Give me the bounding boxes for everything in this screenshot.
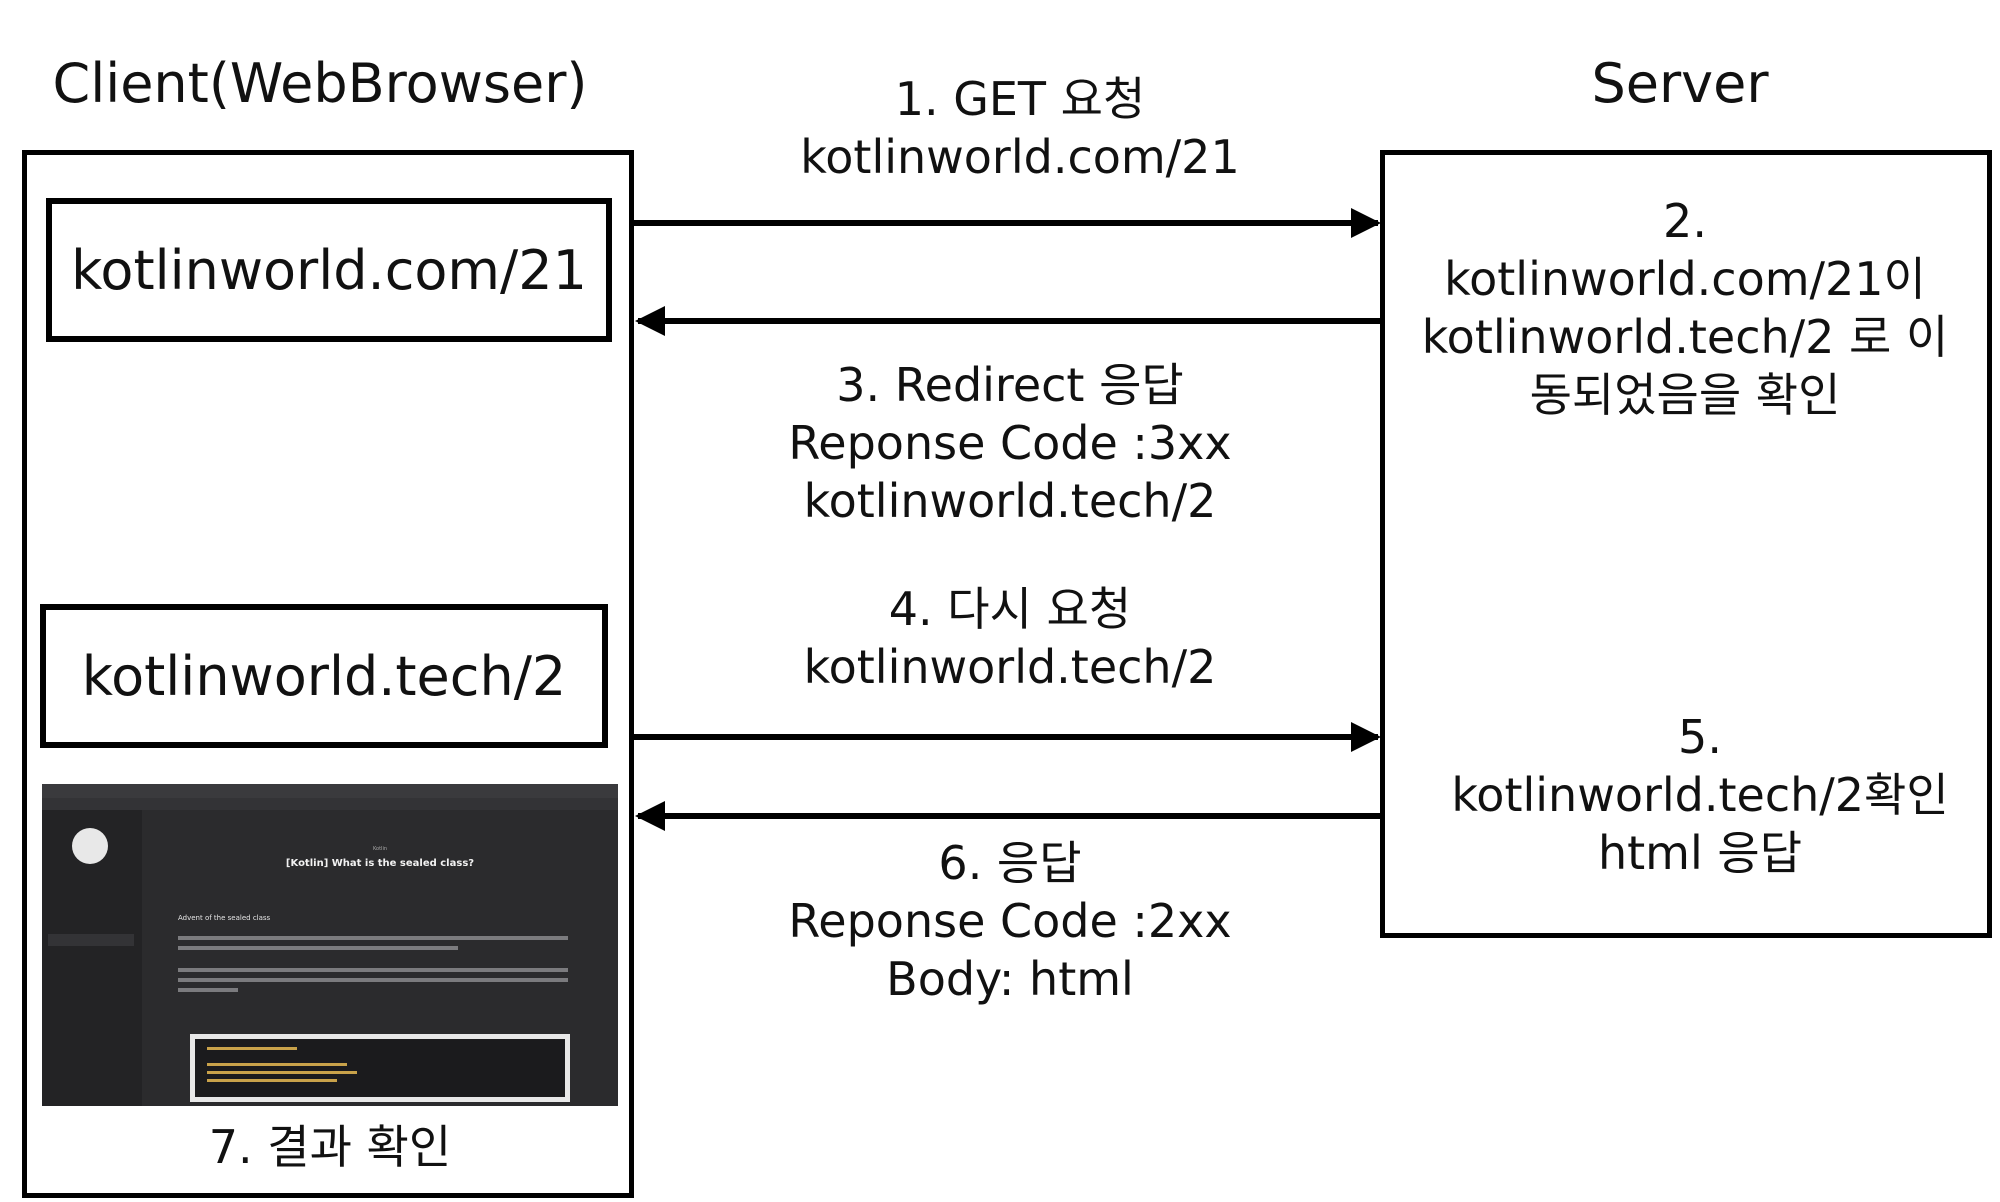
url-box-tech: kotlinworld.tech/2 [40,604,608,748]
section-heading: Advent of the sealed class [178,914,271,922]
result-screenshot: Kotlin [Kotlin] What is the sealed class… [42,784,618,1106]
blog-post: Kotlin [Kotlin] What is the sealed class… [142,810,618,1106]
browser-bookmarks-bar [42,798,618,810]
code-line [207,1047,297,1050]
paragraph-line [178,978,568,982]
paragraph-line [178,946,458,950]
paragraph-line [178,936,568,940]
code-block [190,1034,570,1102]
blog-sidebar [42,810,142,1106]
step-5-label: 5. kotlinworld.tech/2확인 html 응답 [1451,710,1949,880]
browser-tab-bar [42,784,618,798]
step-3-label: 3. Redirect 응답 Reponse Code :3xx kotlinw… [788,358,1232,528]
paragraph-line [178,968,568,972]
paragraph-line [178,988,238,992]
code-line [207,1071,357,1074]
url-box-com: kotlinworld.com/21 [46,198,612,342]
code-line [207,1079,337,1082]
client-title: Client(WebBrowser) [52,52,588,115]
server-title: Server [1591,52,1769,115]
search-input [48,934,134,946]
step-4-label: 4. 다시 요청 kotlinworld.tech/2 [803,582,1217,694]
step-7-label: 7. 결과 확인 [208,1120,452,1174]
client-box [22,150,634,1198]
post-title: [Kotlin] What is the sealed class? [285,858,475,869]
server-box [1380,150,1992,938]
step-2-label: 2. kotlinworld.com/21이 kotlinworld.tech/… [1421,194,1949,422]
step-6-label: 6. 응답 Reponse Code :2xx Body: html [788,836,1232,1006]
avatar [72,828,108,864]
code-line [207,1063,347,1066]
post-category: Kotlin [373,846,387,852]
step-1-label: 1. GET 요청 kotlinworld.com/21 [800,72,1240,184]
